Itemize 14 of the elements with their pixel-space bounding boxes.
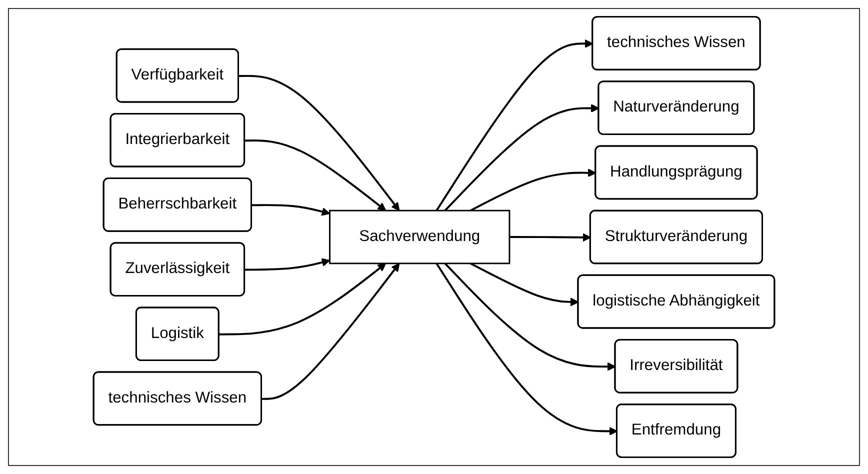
arrow — [436, 262, 618, 436]
arrow — [238, 74, 400, 211]
arrow — [509, 233, 592, 242]
arrow — [219, 263, 386, 336]
arrow — [436, 39, 594, 212]
arrow — [470, 262, 579, 306]
arrow — [244, 140, 386, 211]
arrow — [444, 262, 616, 371]
arrow — [262, 263, 400, 400]
arrow — [244, 258, 330, 271]
arrow — [444, 104, 600, 212]
arrow — [252, 204, 330, 216]
node-box: Sachverwendung — [329, 210, 510, 264]
arrow — [470, 168, 596, 212]
